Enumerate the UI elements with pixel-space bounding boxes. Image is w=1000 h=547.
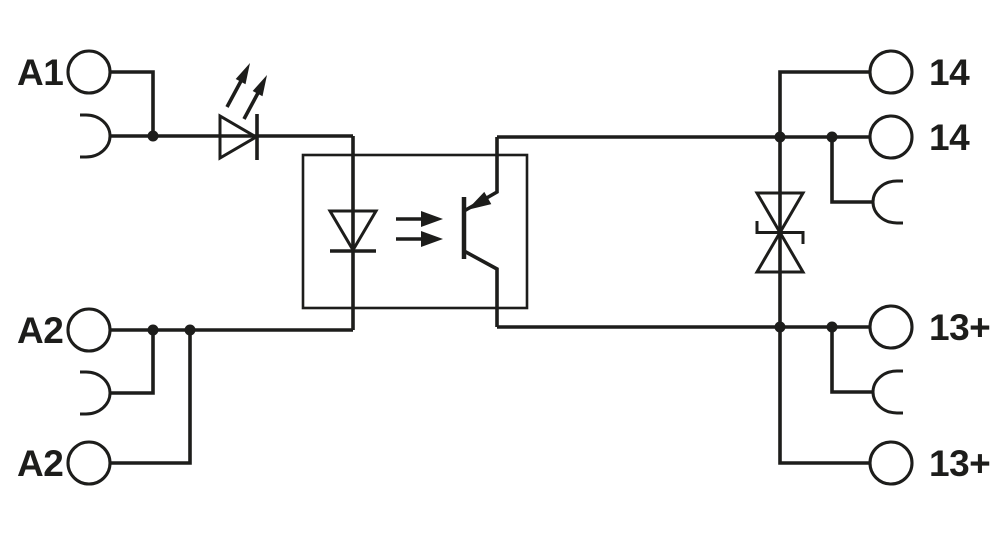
socket-contact-a2 xyxy=(80,370,112,416)
tvs-zener-bar xyxy=(755,221,805,244)
terminal-label-14-mid: 14 xyxy=(929,117,970,158)
junction-dot xyxy=(147,130,159,142)
junction-dot xyxy=(147,324,159,336)
junction-dots xyxy=(147,130,838,336)
terminal-label-a2-bottom: A2 xyxy=(17,443,63,484)
wire-13-socket-branch xyxy=(830,327,873,394)
tvs-top-triangle xyxy=(754,191,806,236)
terminal-label-a2-top: A2 xyxy=(17,310,63,351)
led-arrow-head xyxy=(252,75,267,97)
socket-contact-13 xyxy=(871,369,903,415)
terminal-labels: A1 A2 A2 14 14 13+ 13+ xyxy=(17,52,991,484)
wire-14-socket-branch xyxy=(830,137,873,204)
phototransistor-symbol xyxy=(461,137,499,327)
terminal-14-mid-contact xyxy=(868,114,914,160)
junction-dot xyxy=(826,131,838,143)
terminal-contacts xyxy=(66,49,914,486)
light-arrow-head xyxy=(421,231,443,247)
terminal-label-13-mid: 13+ xyxy=(929,307,990,348)
light-arrow-head xyxy=(421,211,443,227)
terminal-label-14-top: 14 xyxy=(929,52,970,93)
led-emission-arrow xyxy=(242,75,267,120)
wire-14-top-lead xyxy=(778,70,870,137)
suppressor-diode-symbol xyxy=(754,191,806,274)
terminal-label-13-bottom: 13+ xyxy=(929,443,990,484)
terminal-14-top-contact xyxy=(868,49,914,95)
wire-a2-socket-branch xyxy=(110,330,155,395)
junction-dot xyxy=(184,324,196,336)
optocoupler-box xyxy=(301,153,529,310)
junction-dot xyxy=(774,131,786,143)
photodiode-symbol xyxy=(327,209,379,253)
wire-13-bottom-lead xyxy=(778,327,870,465)
transistor-arrow-head xyxy=(467,191,492,210)
terminal-a2-bottom-contact xyxy=(66,440,112,486)
transistor-emitter-lead xyxy=(463,249,499,327)
junction-dot xyxy=(826,321,838,333)
tvs-bottom-triangle xyxy=(754,229,806,274)
light-arrows-icon xyxy=(396,211,443,247)
photodiode-triangle xyxy=(327,209,379,253)
led-emission-arrow xyxy=(225,63,250,108)
wires xyxy=(110,70,873,465)
socket-contact-a1 xyxy=(80,113,112,159)
optocoupler-symbol xyxy=(301,137,529,327)
terminal-13-mid-contact xyxy=(868,304,914,350)
wire-a2-bottom-lead xyxy=(110,330,192,465)
wire-a1-lead xyxy=(110,70,155,136)
led-triangle xyxy=(218,113,259,161)
socket-contact-14 xyxy=(871,179,903,225)
led-indicator-symbol xyxy=(218,63,267,161)
terminal-label-a1: A1 xyxy=(17,52,63,93)
led-arrow-shaft xyxy=(225,80,243,108)
terminal-13-bottom-contact xyxy=(868,440,914,486)
led-arrow-shaft xyxy=(242,92,260,120)
terminal-a1-contact xyxy=(66,49,112,95)
junction-dot xyxy=(774,321,786,333)
led-arrow-head xyxy=(235,63,250,85)
terminal-a2-top-contact xyxy=(66,307,112,353)
